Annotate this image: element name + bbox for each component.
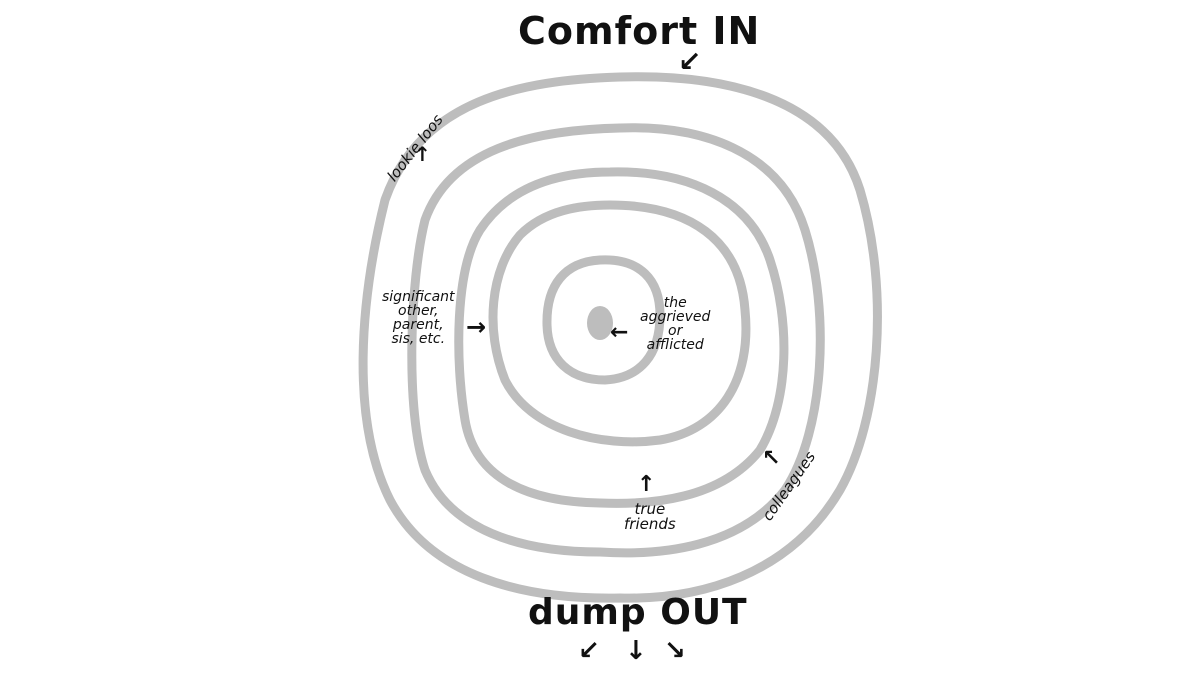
- label-significant-other: significant other, parent, sis, etc.: [382, 289, 455, 347]
- label-true-friends: true friends: [624, 500, 676, 533]
- ring-significant-other: [488, 200, 751, 447]
- significant-other-arrow-icon: →: [466, 313, 487, 341]
- ring-true-friends: [454, 167, 789, 508]
- center-dot: [587, 306, 613, 340]
- ring-inner: [542, 255, 665, 385]
- ring-outer-lookie-loos: [358, 72, 882, 603]
- lookie-loos-arrow-icon: ↑: [414, 142, 431, 166]
- colleagues-arrow-icon: ↖: [762, 446, 781, 471]
- dump-out-down-arrow-icon: ↓: [625, 636, 647, 666]
- dump-out-left-arrow-icon: ↙: [578, 636, 600, 666]
- true-friends-arrow-icon: ↑: [637, 472, 656, 497]
- comfort-in-arrow-icon: ↙: [678, 45, 702, 78]
- dump-out-right-arrow-icon: ↘: [664, 636, 686, 666]
- title-dump-out: dump OUT: [528, 592, 748, 633]
- label-aggrieved-or-afflicted: the aggrieved or afflicted: [640, 295, 711, 353]
- title-comfort-in: Comfort IN: [518, 9, 761, 53]
- aggrieved-arrow-icon: ←: [610, 320, 629, 345]
- ring-colleagues: [407, 123, 825, 558]
